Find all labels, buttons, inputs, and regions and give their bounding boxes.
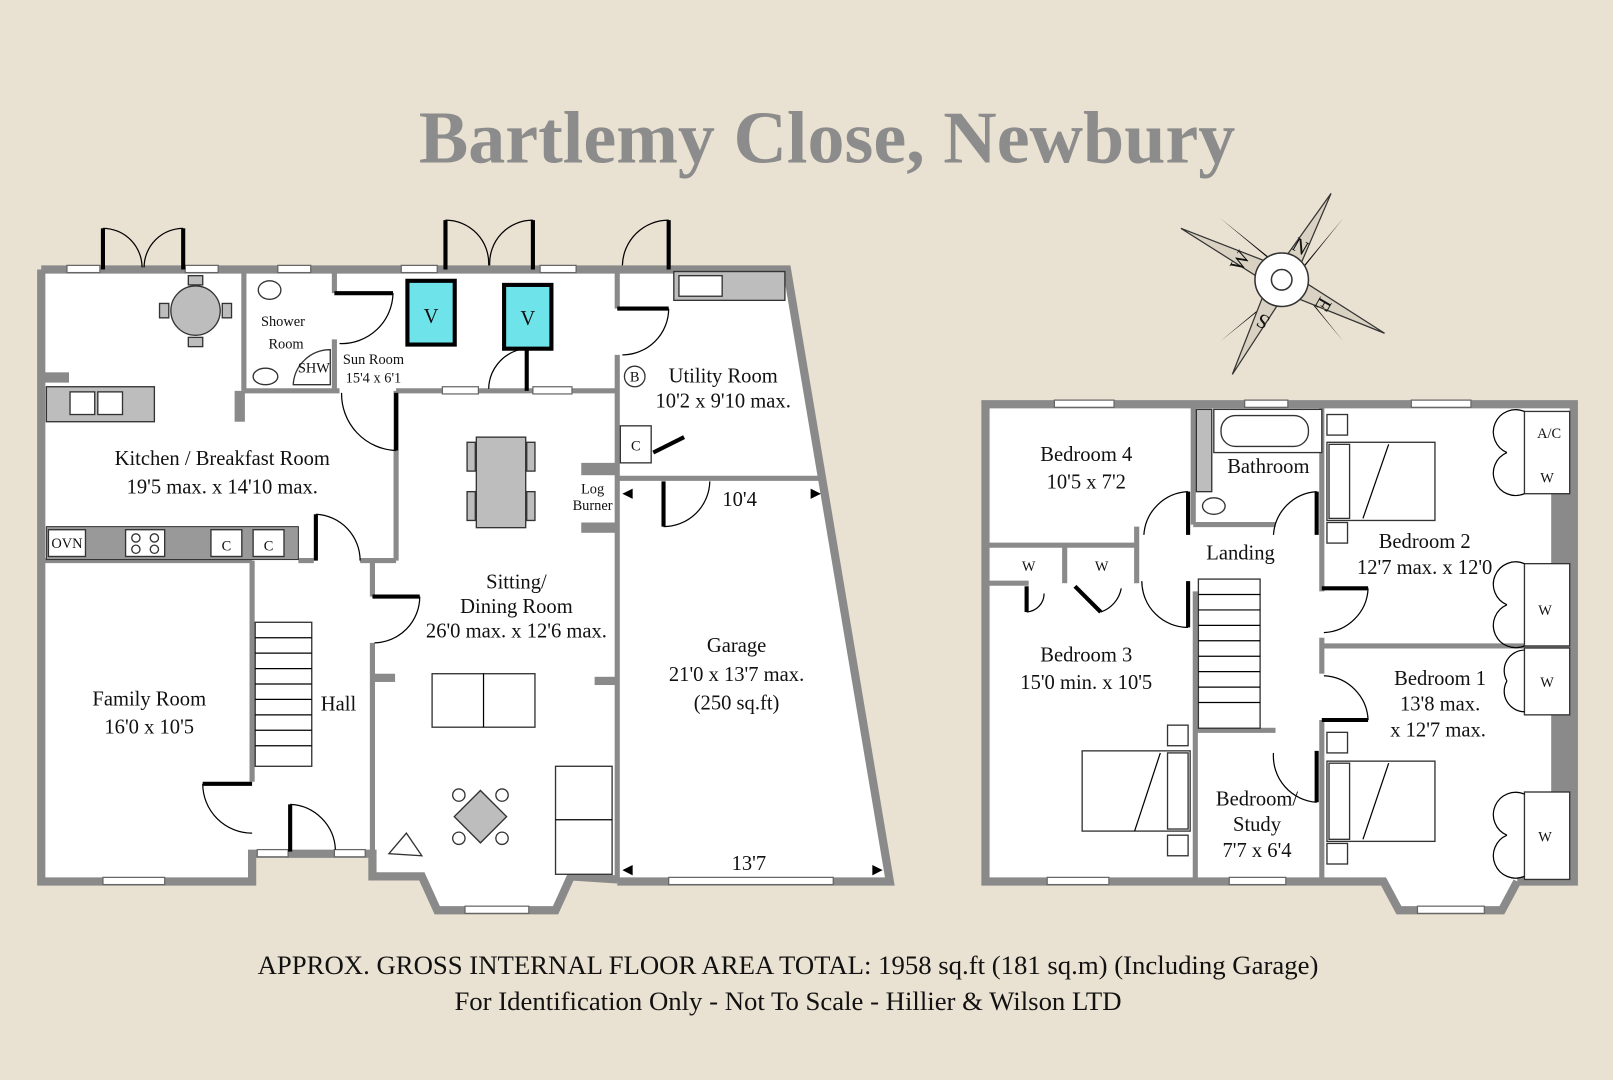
dimension-label: 13'7 <box>732 853 767 875</box>
dining-table-icon <box>170 285 221 336</box>
room-size: 15'4 x 6'1 <box>346 371 402 387</box>
room-size: 16'0 x 10'5 <box>104 716 194 738</box>
room-label: Sun Room <box>343 352 404 368</box>
skylight-icon <box>502 282 554 351</box>
log-burner-label: Burner <box>573 498 613 514</box>
room-label: Bedroom 3 <box>1040 644 1132 666</box>
oven-label: OVN <box>51 536 83 552</box>
room-label: Bedroom 1 <box>1394 668 1486 690</box>
wardrobe-label: W <box>1538 603 1552 619</box>
room-label: Bathroom <box>1227 456 1309 478</box>
airing-cupboard-label: A/C <box>1537 426 1561 442</box>
room-label: Garage <box>707 635 766 657</box>
room-label: Study <box>1233 814 1282 836</box>
wardrobe-label: W <box>1540 675 1554 691</box>
basin-icon <box>252 367 279 386</box>
room-label: Kitchen / Breakfast Room <box>115 448 330 470</box>
skylight-icon <box>405 278 457 347</box>
shower-icon <box>292 349 331 386</box>
room-size: 10'5 x 7'2 <box>1047 472 1126 494</box>
interior-walls <box>987 407 1572 882</box>
room-label: Utility Room <box>669 366 778 388</box>
room-size: 15'0 min. x 10'5 <box>1020 672 1152 694</box>
hob-icon <box>124 529 166 558</box>
room-label: Bedroom 2 <box>1379 531 1471 553</box>
doors <box>1024 409 1525 879</box>
bed-icon <box>1326 731 1436 865</box>
stairs <box>254 621 313 767</box>
disclaimer: For Identification Only - Not To Scale -… <box>454 986 1121 1016</box>
cupboard-label: C <box>631 439 641 455</box>
ground-floor-labels: Kitchen / Breakfast Room 19'5 max. x 14'… <box>51 314 883 876</box>
room-label: Bedroom 4 <box>1040 444 1132 466</box>
compass-icon: N E S W <box>1180 193 1385 375</box>
toilet-icon <box>257 280 282 300</box>
wardrobe-label: W <box>1538 829 1552 845</box>
page-title: Bartlemy Close, Newbury <box>419 98 1235 180</box>
first-floor: Bedroom 4 10'5 x 7'2 Bathroom Bedroom 2 … <box>981 399 1578 915</box>
windows <box>66 264 834 914</box>
room-label: Sitting/ <box>486 571 547 593</box>
shower-label: SHW <box>298 360 330 376</box>
furniture <box>1081 408 1436 865</box>
coffee-table-icon <box>453 789 508 844</box>
wardrobe-label: W <box>1022 559 1036 575</box>
room-size: 21'0 x 13'7 max. <box>669 664 804 686</box>
room-size: 13'8 max. <box>1400 694 1480 716</box>
room-label: Shower <box>261 314 305 330</box>
log-burner-label: Log <box>581 482 604 498</box>
svg-text:V: V <box>424 306 439 328</box>
outer-wall <box>37 269 618 915</box>
dimension-label: 10'4 <box>722 489 757 511</box>
interior-walls <box>41 269 823 882</box>
room-label: Hall <box>321 694 357 716</box>
cupboard-label: C <box>264 538 274 554</box>
room-size: 12'7 max. x 12'0 <box>1357 557 1492 579</box>
floor-area-note: APPROX. GROSS INTERNAL FLOOR AREA TOTAL:… <box>258 950 1319 980</box>
boiler-label: B <box>630 370 640 386</box>
room-label: Family Room <box>92 689 206 711</box>
room-label: Dining Room <box>460 596 573 618</box>
boiler-icon <box>623 365 646 388</box>
cupboard-label: C <box>222 538 232 554</box>
first-floor-labels: Bedroom 4 10'5 x 7'2 Bathroom Bedroom 2 … <box>1020 426 1561 862</box>
lamp-icon <box>387 832 424 857</box>
room-size: 26'0 max. x 12'6 max. <box>426 621 607 643</box>
bed-icon <box>1081 724 1191 857</box>
windows <box>1046 399 1485 914</box>
toilet-icon <box>1201 497 1226 515</box>
room-label: Landing <box>1206 543 1275 565</box>
room-size: x 12'7 max. <box>1390 719 1486 741</box>
wardrobe-label: W <box>1540 470 1554 486</box>
room-label: Room <box>268 337 303 353</box>
wardrobe-label: W <box>1095 559 1109 575</box>
stairs <box>1197 578 1261 729</box>
room-area: (250 sq.ft) <box>694 693 780 715</box>
room-size: 7'7 x 6'4 <box>1222 840 1291 862</box>
room-label: Bedroom/ <box>1216 788 1299 810</box>
dining-table-icon <box>475 436 527 529</box>
svg-text:V: V <box>520 308 535 330</box>
room-size: 19'5 max. x 14'10 max. <box>127 477 318 499</box>
room-size: 10'2 x 9'10 max. <box>656 390 791 412</box>
bed-icon <box>1326 413 1436 544</box>
